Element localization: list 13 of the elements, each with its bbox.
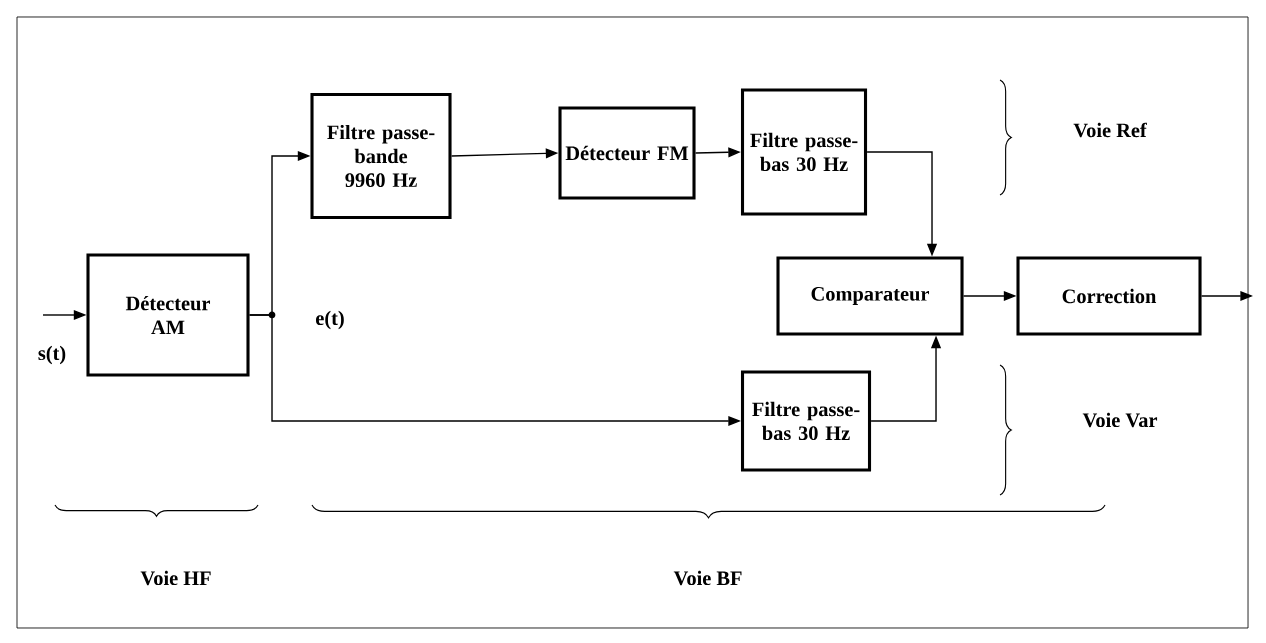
block-box: Détecteur FM — [558, 106, 696, 200]
text-label: Voie HF — [140, 570, 211, 586]
block-box: Correction — [1016, 256, 1202, 336]
text-label: Voie Var — [1082, 412, 1158, 428]
block-box: Filtre passe-bande 9960 Hz — [310, 92, 452, 220]
text-label: s(t) — [38, 345, 66, 365]
text-label: e(t) — [316, 310, 344, 330]
text-label: Voie Ref — [1073, 122, 1147, 138]
block-box: Détecteur AM — [86, 253, 250, 377]
text-label: Voie BF — [673, 570, 742, 586]
block-box: Filtre passe-bas 30 Hz — [740, 88, 868, 216]
block-box: Comparateur — [776, 256, 964, 336]
block-box: Filtre passe-bas 30 Hz — [740, 370, 872, 472]
